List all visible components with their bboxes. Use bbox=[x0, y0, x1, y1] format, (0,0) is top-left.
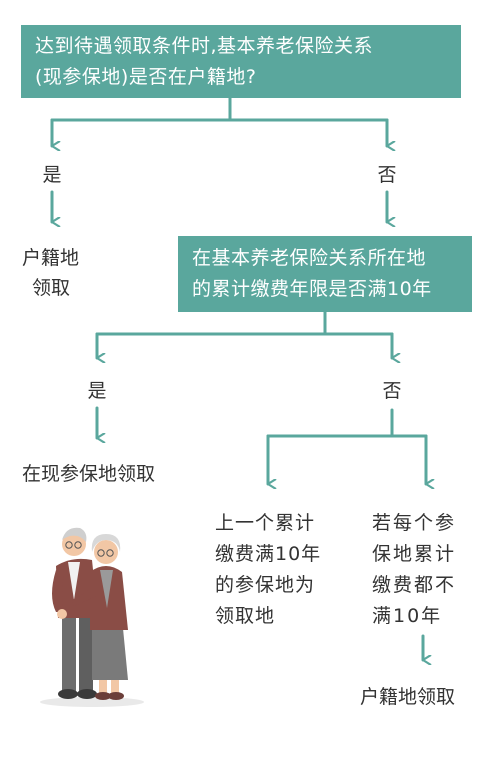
decision-yes-2: 是 bbox=[87, 380, 107, 402]
outcome-5: 户籍地领取 bbox=[360, 686, 456, 708]
decision-yes-1: 是 bbox=[42, 164, 62, 186]
outcome-4-line-1: 若每个参 bbox=[372, 512, 457, 534]
outcome-4: 若每个参 保地累计 缴费都不 满10年 bbox=[372, 508, 456, 632]
question-2-line-1: 在基本养老保险关系所在地 bbox=[192, 247, 427, 269]
outcome-4-line-3: 缴费都不 bbox=[372, 574, 457, 596]
outcome-2: 在现参保地领取 bbox=[22, 463, 156, 485]
outcome-3-line-2: 缴费满10年 bbox=[215, 543, 322, 565]
outcome-3: 上一个累计 缴费满10年 的参保地为 领取地 bbox=[215, 508, 321, 632]
question-1-line-1: 达到待遇领取条件时,基本养老保险关系 bbox=[35, 35, 374, 57]
question-2-line-2: 的累计缴费年限是否满10年 bbox=[192, 278, 432, 300]
outcome-4-line-2: 保地累计 bbox=[372, 543, 457, 565]
outcome-3-line-1: 上一个累计 bbox=[215, 512, 316, 534]
outcome-1-line-2: 领取 bbox=[32, 277, 71, 299]
outcome-3-line-3: 的参保地为 bbox=[215, 574, 316, 596]
question-box-2: 在基本养老保险关系所在地 的累计缴费年限是否满10年 bbox=[178, 236, 472, 312]
outcome-1-line-1: 户籍地 bbox=[22, 247, 80, 269]
question-box-1: 达到待遇领取条件时,基本养老保险关系 (现参保地)是否在户籍地? bbox=[21, 25, 461, 98]
decision-no-2: 否 bbox=[382, 380, 402, 402]
outcome-1: 户籍地 领取 bbox=[22, 243, 79, 303]
outcome-3-line-4: 领取地 bbox=[215, 605, 276, 627]
elderly-couple-illustration bbox=[40, 527, 144, 707]
question-1-line-2: (现参保地)是否在户籍地? bbox=[35, 66, 257, 88]
decision-no-1: 否 bbox=[377, 164, 397, 186]
outcome-4-line-4: 满10年 bbox=[372, 605, 443, 627]
